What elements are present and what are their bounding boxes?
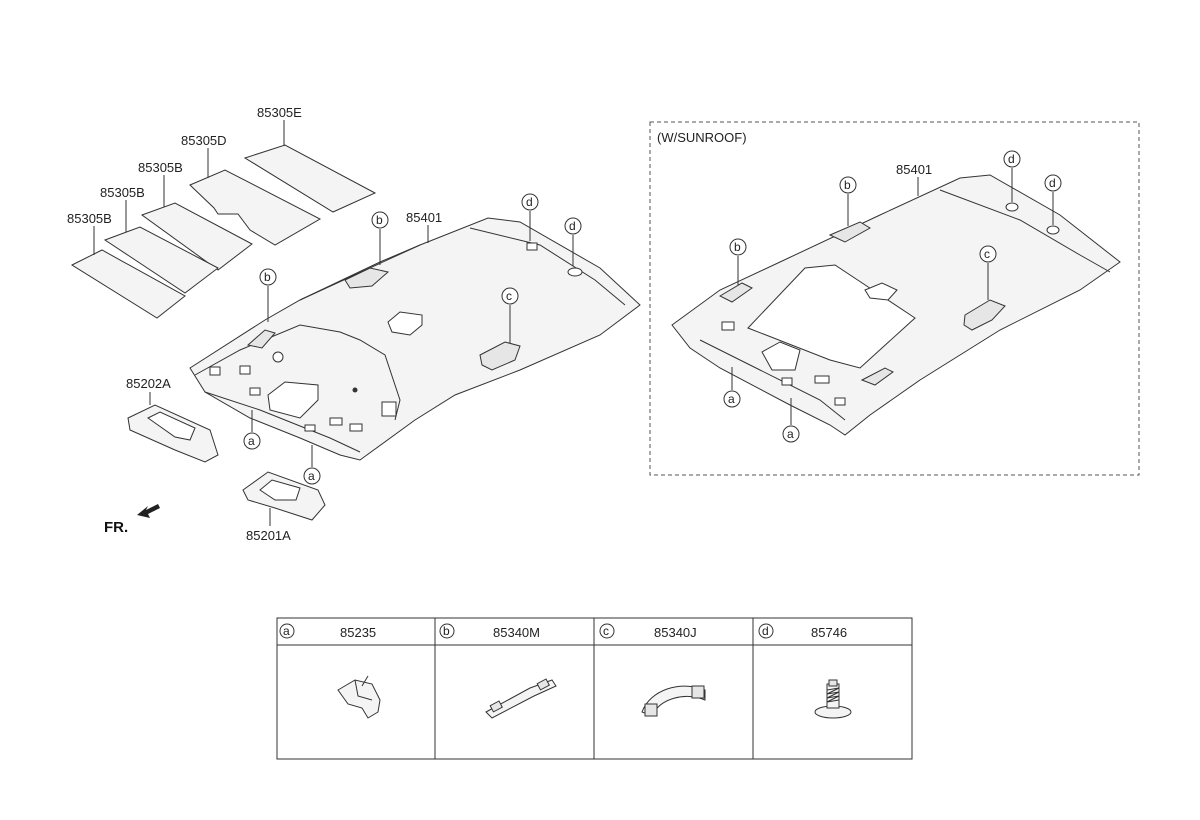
svg-text:b: b (376, 213, 383, 227)
legend-part-85340m: 85340M (493, 625, 540, 640)
label-85305e: 85305E (257, 105, 302, 120)
svg-text:b: b (844, 178, 851, 192)
sunroof-callout-b-1 (839, 176, 857, 194)
svg-text:b: b (264, 270, 271, 284)
clip-85235-icon (337, 675, 381, 719)
label-85305b-1: 85305B (67, 211, 112, 226)
svg-text:a: a (283, 624, 290, 638)
sunroof-dome-opening (761, 341, 801, 371)
callout-a-2 (303, 467, 321, 485)
grab-handle-b-2 (246, 329, 276, 349)
sunroof-grab-handle-b (828, 221, 871, 243)
pad-85305b-2 (103, 226, 219, 294)
svg-text:c: c (984, 247, 990, 261)
svg-text:c: c (506, 289, 512, 303)
svg-text:c: c (603, 624, 609, 638)
legend-part-85746: 85746 (811, 625, 847, 640)
callout-a-1 (243, 432, 261, 450)
sunroof-title: (W/SUNROOF) (657, 130, 747, 145)
sunroof-callout-a-2 (782, 425, 800, 443)
headlining-main (189, 217, 641, 461)
rear-lamp-opening (387, 311, 423, 336)
pad-85305e (243, 144, 377, 213)
svg-text:d: d (526, 195, 533, 209)
legend-callout-c (599, 623, 615, 639)
sunroof-grab-handle-b-2 (718, 282, 753, 303)
callout-b-upper (371, 211, 389, 229)
callout-d-1 (521, 193, 539, 211)
legend-callout-b (439, 623, 455, 639)
grab-handle-85340j-icon (641, 685, 706, 717)
sunvisor-85202a: 85202A (126, 376, 219, 463)
sunroof-inset-border (649, 121, 1140, 476)
label-85202a: 85202A (126, 376, 171, 391)
clip-d-2 (567, 267, 583, 277)
pad-leaders (93, 120, 285, 255)
legend-callout-a (279, 623, 295, 639)
parts-legend-table: a 85235 b 85340M c 85340J d 85746 (276, 617, 913, 760)
svg-text:a: a (787, 427, 794, 441)
label-85401-main: 85401 (406, 210, 442, 225)
svg-text:b: b (734, 240, 741, 254)
sunroof-callout-b-2 (729, 238, 747, 256)
callout-c (501, 287, 519, 305)
legend-part-85340j: 85340J (654, 625, 697, 640)
sunroof-callout-c (979, 245, 997, 263)
sunroof-callout-a-1 (723, 390, 741, 408)
svg-text:a: a (308, 469, 315, 483)
dome-lamp-opening (267, 381, 319, 419)
grab-handle-c (479, 341, 521, 371)
legend-callout-d (758, 623, 774, 639)
grab-handle-b (344, 267, 390, 289)
fr-label: FR. (104, 519, 128, 536)
callout-d-2 (564, 217, 582, 235)
grab-handle-85340m-icon (485, 678, 557, 719)
label-85401-sunroof: 85401 (896, 162, 932, 177)
sunroof-callout-d-1 (1003, 150, 1021, 168)
main-callouts: b b d d c a a (243, 193, 582, 485)
front-direction-indicator: FR. (104, 504, 160, 536)
svg-text:d: d (1008, 152, 1015, 166)
label-85305b-2: 85305B (100, 185, 145, 200)
svg-text:a: a (728, 392, 735, 406)
svg-text:d: d (762, 624, 769, 638)
legend-part-85235: 85235 (340, 625, 376, 640)
sunroof-inset: (W/SUNROOF) 85401 b b d d (649, 121, 1140, 476)
sunroof-callout-d-2 (1044, 174, 1062, 192)
label-85305d: 85305D (181, 133, 227, 148)
label-85305b-3: 85305B (138, 160, 183, 175)
svg-text:d: d (569, 219, 576, 233)
svg-text:d: d (1049, 176, 1056, 190)
fr-arrow-icon (137, 504, 160, 518)
pad-85305d (189, 169, 322, 246)
svg-text:a: a (248, 434, 255, 448)
screw-85746-icon (814, 679, 852, 719)
sunvisor-85201a: 85201A (242, 471, 326, 543)
label-85201a: 85201A (246, 528, 291, 543)
pad-85305b-1 (70, 249, 186, 319)
clip-d-1 (526, 242, 538, 251)
callout-b-lower (259, 268, 277, 286)
svg-text:b: b (443, 624, 450, 638)
